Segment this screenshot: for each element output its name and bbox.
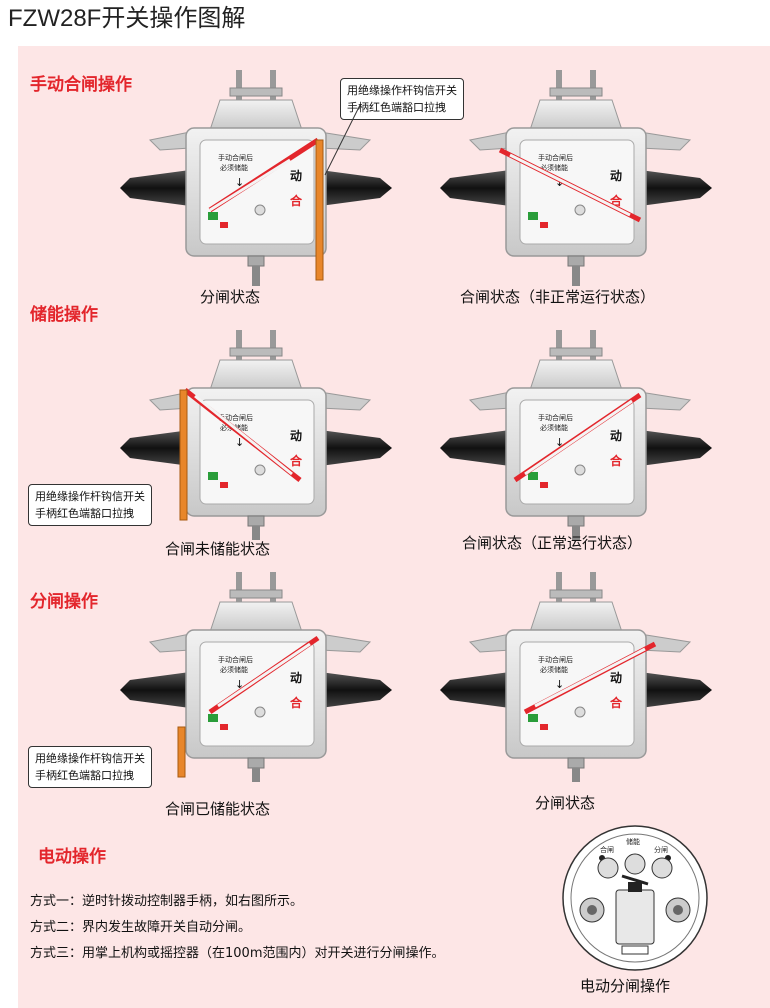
caption-closed-stored: 合闸已储能状态 xyxy=(165,800,271,818)
switch-diagram-open-1 xyxy=(120,70,393,287)
caption-electric-open: 电动分闸操作 xyxy=(580,977,671,995)
method-line-1: 方式一：逆时针拨动控制器手柄，如右图所示。 xyxy=(30,894,304,909)
section-manual-open: 分闸操作 xyxy=(30,592,98,612)
caption-open-state: 分闸状态 xyxy=(200,288,261,306)
caption-open-state-2: 分闸状态 xyxy=(535,794,596,812)
section-energy-store: 储能操作 xyxy=(30,305,98,325)
controller-diagram: 合闸 储能 分闸 xyxy=(562,825,708,971)
callout-pointer-1 xyxy=(324,104,361,176)
caption-closed-normal: 合闸状态（正常运行状态） xyxy=(462,534,643,552)
switch-diagram-closed-stored xyxy=(120,572,393,782)
switch-diagram-closed-abnormal xyxy=(440,70,713,287)
controller-label-close: 合闸 xyxy=(600,845,614,854)
method-line-2: 方式二：界内发生故障开关自动分闸。 xyxy=(30,920,252,935)
switch-diagram-open-2 xyxy=(440,572,713,782)
method-line-3: 方式三：用掌上机构或摇控器（在100m范围内）对开关进行分闸操作。 xyxy=(30,946,445,961)
switch-diagram-closed-normal xyxy=(440,330,713,540)
controller-label-open: 分闸 xyxy=(654,845,668,854)
callout-hook-handle-3: 用绝缘操作杆钩信开关 手柄红色端豁口拉拽 xyxy=(28,746,152,788)
switch-diagram-closed-unstored xyxy=(120,330,393,540)
page-title: FZW28F开关操作图解 xyxy=(8,5,246,32)
caption-closed-abnormal: 合闸状态（非正常运行状态） xyxy=(460,288,656,306)
section-manual-close: 手动合闸操作 xyxy=(30,75,132,95)
callout-hook-handle-1: 用绝缘操作杆钩信开关 手柄红色端豁口拉拽 xyxy=(340,78,464,120)
controller-label-store: 储能 xyxy=(626,837,640,846)
caption-closed-unstored: 合闸未储能状态 xyxy=(165,540,271,558)
callout-hook-handle-2: 用绝缘操作杆钩信开关 手柄红色端豁口拉拽 xyxy=(28,484,152,526)
section-electric: 电动操作 xyxy=(38,847,106,867)
